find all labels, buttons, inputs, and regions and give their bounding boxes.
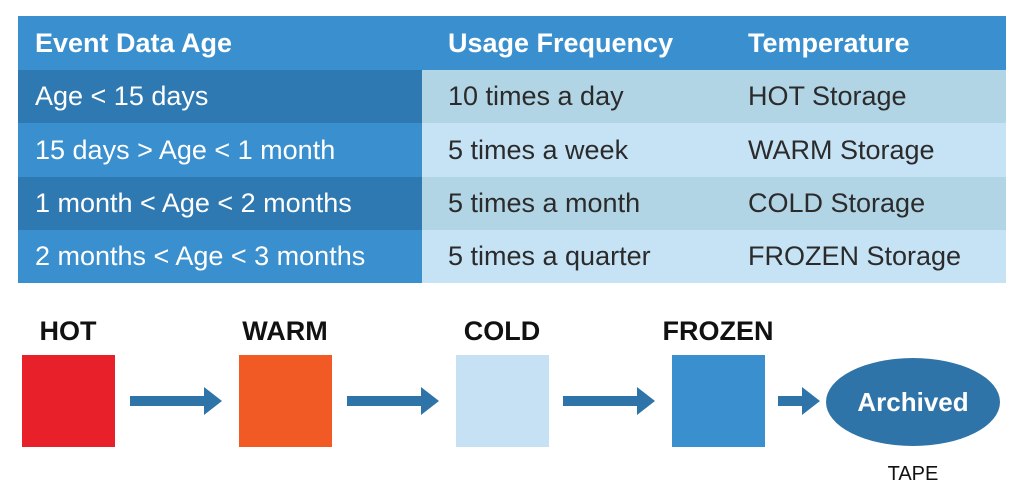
header-temperature: Temperature: [740, 16, 1006, 70]
arrow-right-icon: [563, 387, 655, 415]
row-3-age: 1 month < Age < 2 months: [18, 177, 422, 230]
hot-storage-box: [22, 355, 115, 447]
row-1-frequency: 10 times a day: [422, 70, 740, 123]
row-3-frequency: 5 times a month: [422, 177, 740, 230]
frozen-storage-box: [672, 355, 765, 447]
tier-label-frozen: FROZEN: [662, 316, 774, 346]
row-2-age: 15 days > Age < 1 month: [18, 123, 422, 177]
tape-caption: TAPE: [887, 463, 939, 485]
row-3-temperature: COLD Storage: [740, 177, 1006, 230]
header-event-data-age: Event Data Age: [18, 16, 422, 70]
tier-label-cold: COLD: [463, 316, 541, 346]
header-usage-frequency: Usage Frequency: [422, 16, 740, 70]
warm-storage-box: [239, 355, 332, 447]
row-4-temperature: FROZEN Storage: [740, 230, 1006, 283]
row-4-age: 2 months < Age < 3 months: [18, 230, 422, 283]
arrow-right-icon: [347, 387, 439, 415]
row-2-frequency: 5 times a week: [422, 123, 740, 177]
row-2-temperature: WARM Storage: [740, 123, 1006, 177]
row-1-age: Age < 15 days: [18, 70, 422, 123]
row-1-temperature: HOT Storage: [740, 70, 1006, 123]
archived-label: Archived: [857, 386, 969, 417]
tier-label-warm: WARM: [242, 316, 328, 346]
storage-table: Event Data Age Usage Frequency Temperatu…: [18, 16, 1006, 283]
tier-label-hot: HOT: [39, 316, 97, 346]
cold-storage-box: [456, 355, 549, 447]
arrow-right-icon: [778, 387, 820, 415]
archived-ellipse: Archived: [826, 358, 1000, 446]
arrow-right-icon: [130, 387, 222, 415]
row-4-frequency: 5 times a quarter: [422, 230, 740, 283]
